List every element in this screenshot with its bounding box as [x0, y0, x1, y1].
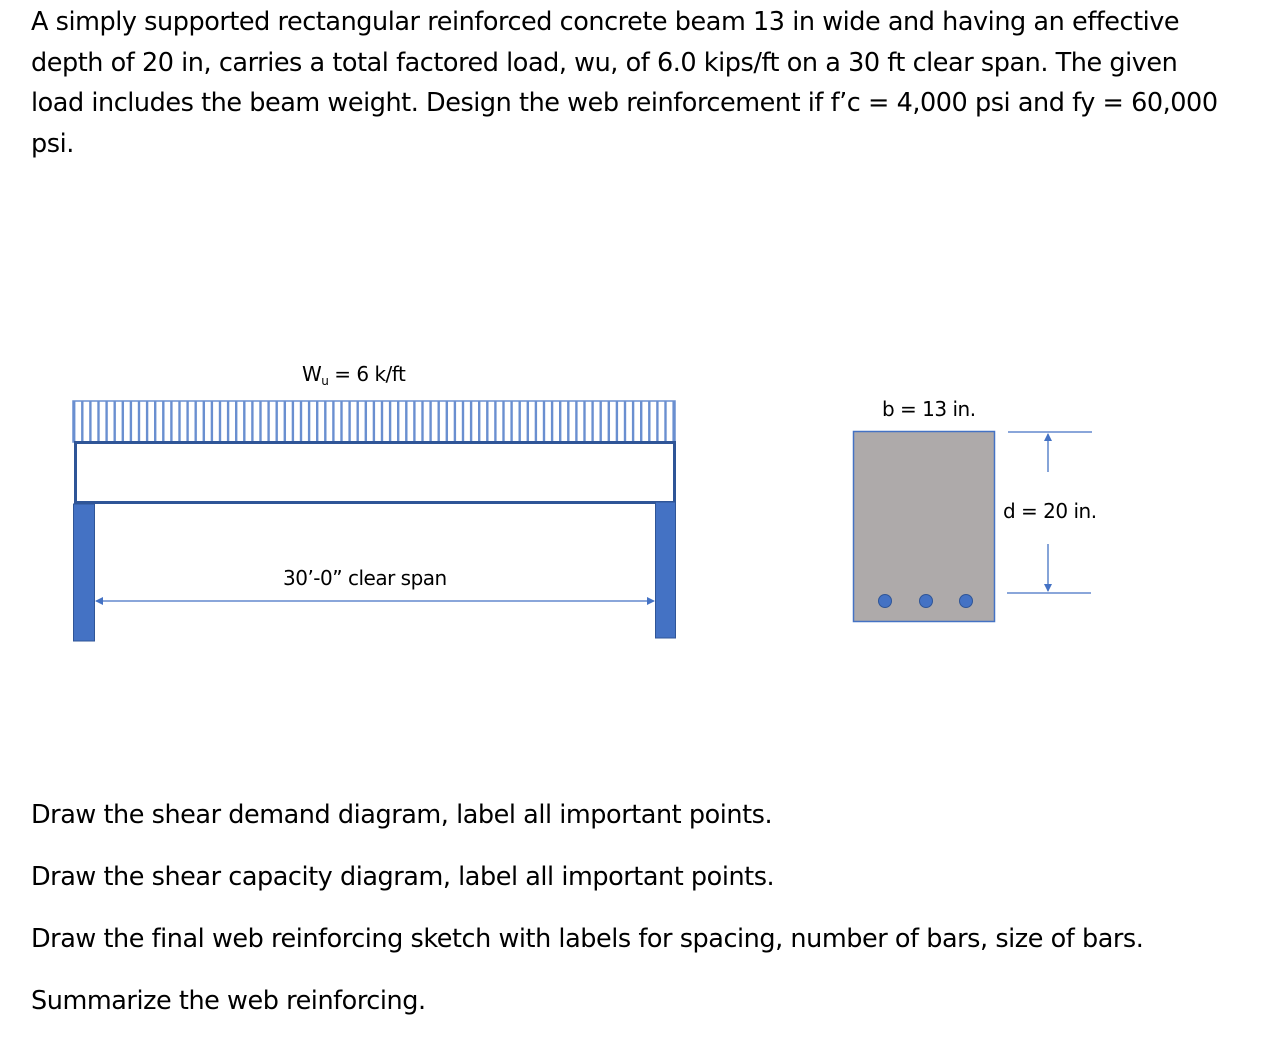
beam — [74, 441, 676, 504]
task-item: Draw the shear demand diagram, label all… — [31, 800, 773, 830]
problem-line: load includes the beam weight. Design th… — [31, 88, 1218, 118]
problem-line: A simply supported rectangular reinforce… — [31, 7, 1180, 37]
depth-dimension — [1007, 431, 1092, 594]
load-label: Wu = 6 k/ft — [302, 362, 406, 388]
task-item: Draw the final web reinforcing sketch wi… — [31, 924, 1144, 954]
rebar — [959, 594, 973, 608]
right-support — [655, 501, 676, 639]
problem-line: psi. — [31, 128, 74, 159]
load-subscript: u — [321, 374, 329, 388]
task-item: Draw the shear capacity diagram, label a… — [31, 862, 775, 892]
width-label: b = 13 in. — [882, 397, 976, 421]
distributed-load — [72, 400, 676, 443]
task-list: Draw the shear demand diagram, label all… — [31, 795, 1271, 1043]
span-label: 30’-0” clear span — [283, 566, 447, 590]
task-item: Summarize the web reinforcing. — [31, 986, 426, 1016]
problem-line: depth of 20 in, carries a total factored… — [31, 47, 1178, 78]
left-support — [73, 503, 95, 642]
depth-label: d = 20 in. — [1003, 499, 1097, 523]
rebar — [878, 594, 892, 608]
load-symbol: W — [302, 362, 322, 386]
problem-statement: A simply supported rectangular reinforce… — [31, 2, 1271, 164]
cross-section — [852, 430, 996, 623]
load-value: = 6 k/ft — [328, 362, 406, 386]
rebar — [919, 594, 933, 608]
